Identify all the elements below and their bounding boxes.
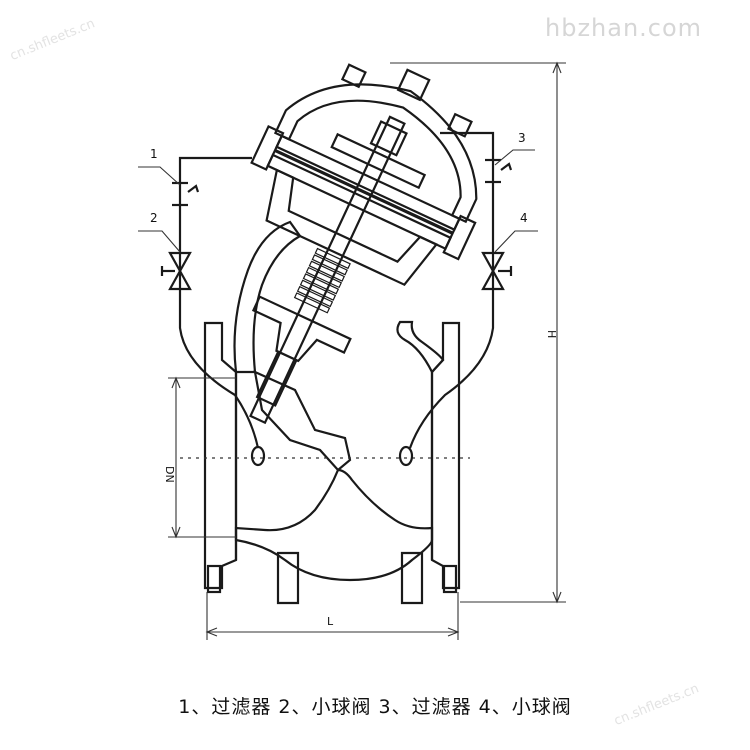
upper-body-wall-left <box>233 220 302 374</box>
lower-housing <box>265 168 439 287</box>
outlet-port <box>398 445 414 467</box>
upper-body-wall-right <box>396 320 445 374</box>
control-pipe-left <box>178 156 260 449</box>
svg-text:DN: DN <box>163 466 176 483</box>
callout-1: 1 <box>138 147 181 186</box>
site-watermark: hbzhan.com <box>545 14 703 42</box>
callout-3: 3 <box>494 131 535 166</box>
bonnet-cover <box>273 83 478 224</box>
control-pipe-right <box>408 131 495 449</box>
bottom-stud-right <box>442 564 458 594</box>
right-flange <box>430 321 461 590</box>
left-flange <box>203 321 238 590</box>
seat-partition <box>253 370 352 472</box>
valve-body <box>180 220 470 605</box>
svg-text:4: 4 <box>520 211 528 225</box>
bottom-foot-right <box>400 551 424 605</box>
bottom-stud-left <box>206 564 222 594</box>
body-outline <box>234 372 434 560</box>
bottom-foot-left <box>276 551 300 605</box>
lower-body-wall <box>234 468 434 582</box>
diaphragm-lower-plate <box>266 153 452 251</box>
filter-3 <box>485 158 513 184</box>
dimension-dn: DN <box>163 376 236 539</box>
valve-disc <box>251 295 352 363</box>
bonnet-assembly <box>249 63 478 425</box>
ball-valve-4 <box>481 251 513 291</box>
svg-text:1: 1 <box>150 147 158 161</box>
filter-1 <box>172 181 200 207</box>
svg-text:2: 2 <box>150 211 158 225</box>
spring-seat <box>330 132 427 190</box>
diaphragm <box>274 148 454 235</box>
valve-stem <box>249 115 406 425</box>
parts-legend-caption: 1、过滤器 2、小球阀 3、过滤器 4、小球阀 <box>178 696 572 718</box>
stem-nut <box>369 120 408 157</box>
diaphragm-upper-plate <box>275 134 461 232</box>
callout-4: 4 <box>494 211 538 253</box>
dimension-l: L <box>205 592 460 640</box>
ball-valve-2 <box>160 251 192 291</box>
cover-boss-left <box>340 63 367 89</box>
inlet-port <box>250 445 266 467</box>
stem-spring <box>293 247 351 314</box>
dimension-h: H <box>390 61 566 604</box>
cover-boss-top <box>396 68 431 102</box>
svg-text:H: H <box>545 330 558 338</box>
callout-2: 2 <box>138 211 181 253</box>
svg-text:L: L <box>327 615 334 628</box>
stem-end <box>255 350 298 407</box>
svg-text:3: 3 <box>518 131 526 145</box>
